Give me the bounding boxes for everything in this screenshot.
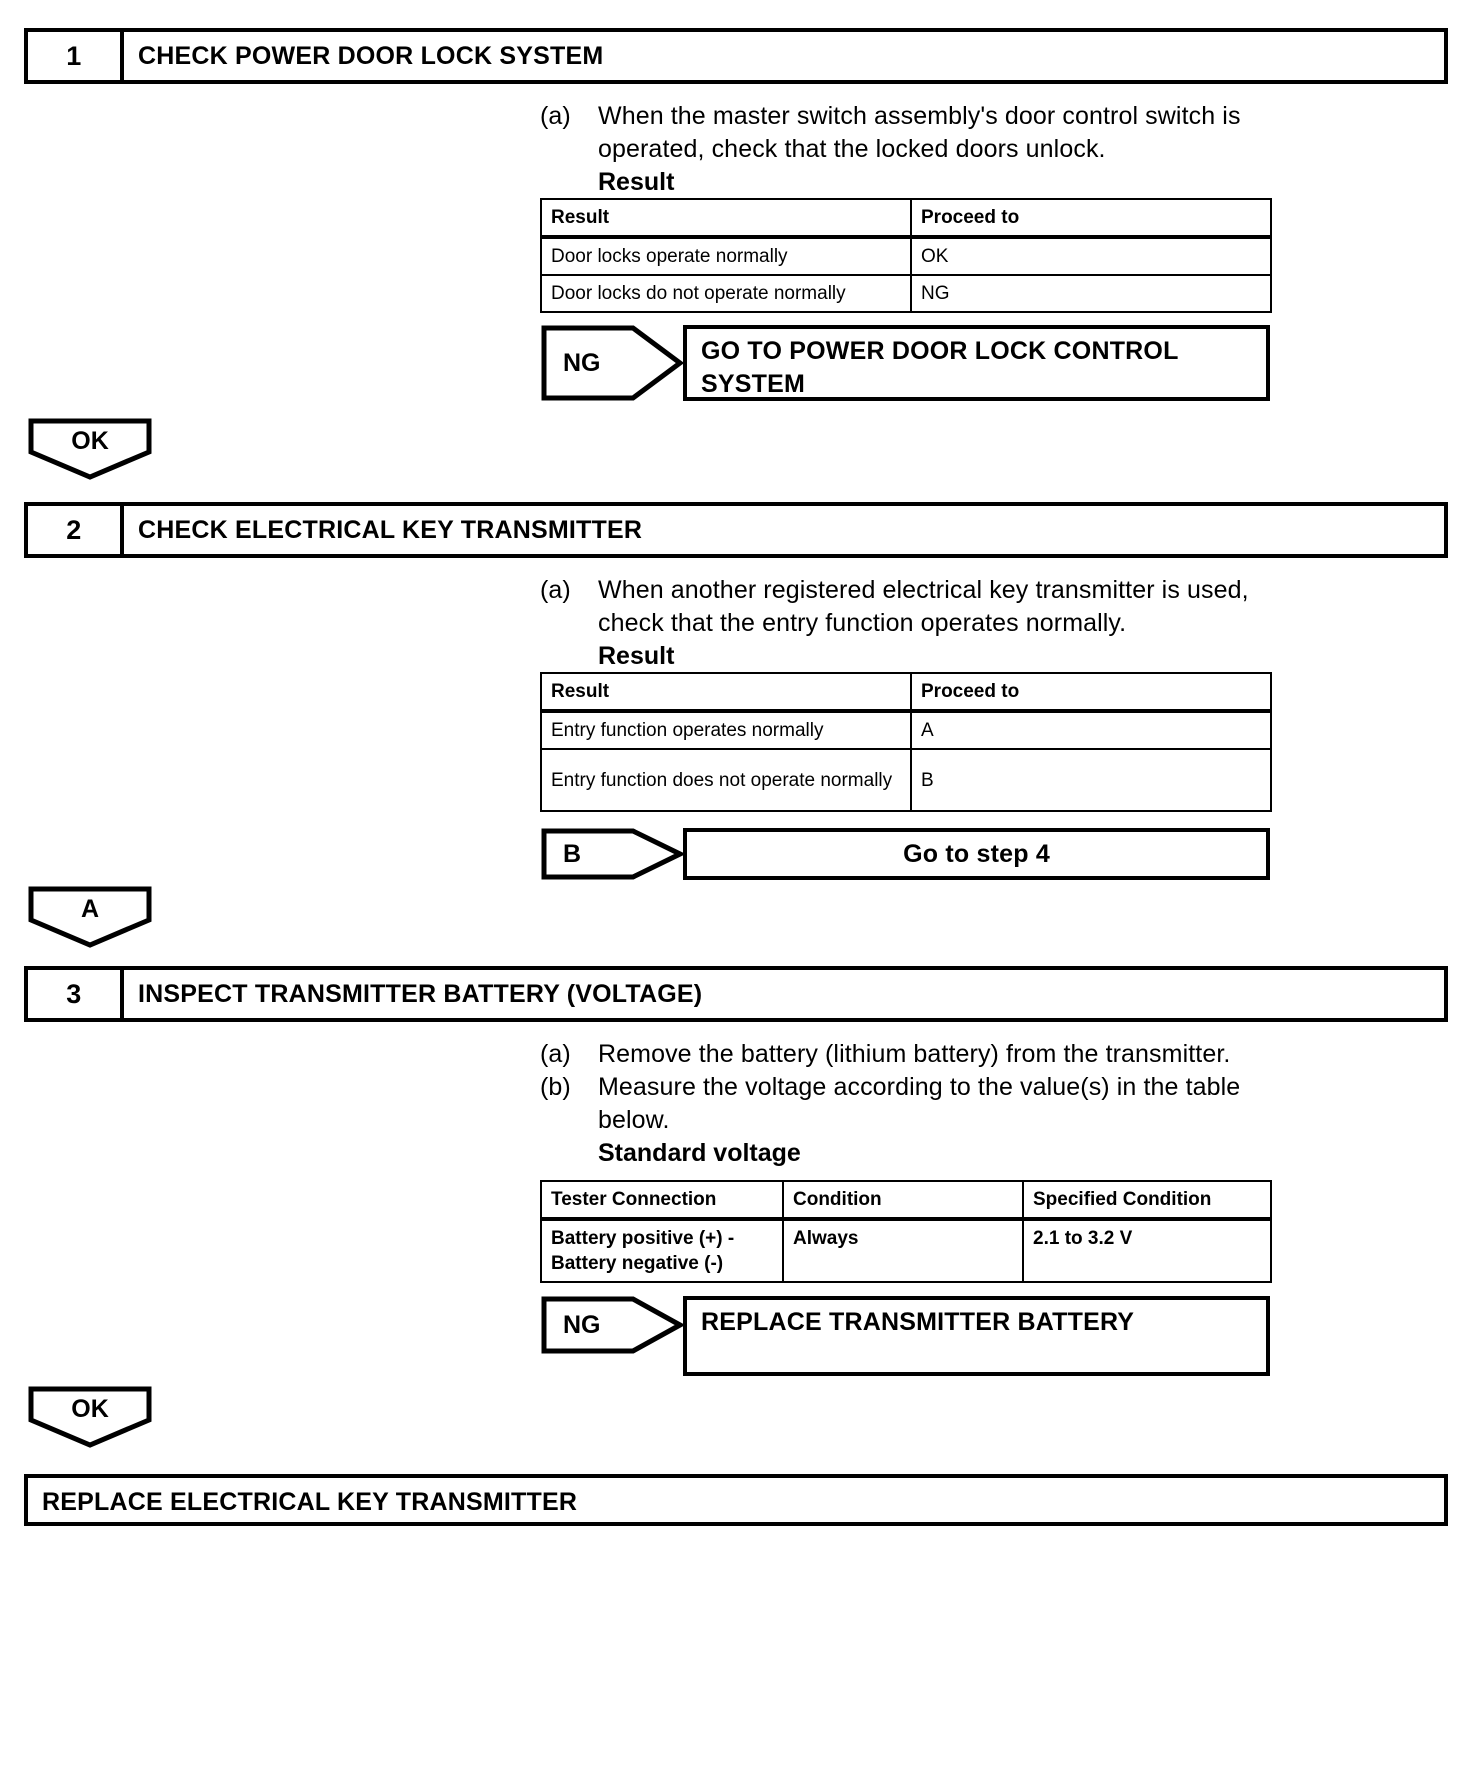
- instruction-item: (b) Measure the voltage according to the…: [540, 1071, 1280, 1137]
- arrow-right-icon: [541, 1296, 683, 1354]
- table-row: Door locks operate normally OK: [540, 236, 1272, 276]
- branch-result-box: GO TO POWER DOOR LOCK CONTROL SYSTEM: [683, 325, 1270, 401]
- table-cell: B: [910, 748, 1272, 812]
- step-3-table-heading: Standard voltage: [598, 1139, 801, 1167]
- instruction-item: (a) When another registered electrical k…: [540, 574, 1280, 640]
- arrow-right-icon: [541, 325, 683, 401]
- column-header: Tester Connection: [540, 1180, 784, 1221]
- instruction-label: (a): [540, 576, 571, 604]
- step-1-instructions: (a) When the master switch assembly's do…: [540, 100, 1280, 199]
- instruction-label: (b): [540, 1073, 571, 1101]
- step-title-2: CHECK ELECTRICAL KEY TRANSMITTER: [138, 515, 643, 544]
- instruction-item: (a) Remove the battery (lithium battery)…: [540, 1038, 1280, 1071]
- step-2-branch: B Go to step 4: [541, 828, 1270, 880]
- instruction-text: Remove the battery (lithium battery) fro…: [598, 1040, 1231, 1068]
- column-header: Specified Condition: [1022, 1180, 1272, 1221]
- branch-result-box: REPLACE TRANSMITTER BATTERY: [683, 1296, 1270, 1376]
- table-cell: Door locks operate normally: [540, 236, 912, 276]
- column-header: Result: [540, 672, 912, 713]
- table-cell: Entry function does not operate normally: [540, 748, 912, 812]
- step-3-continue-ok: OK: [28, 1386, 152, 1448]
- table-cell: Battery positive (+) - Battery negative …: [540, 1218, 784, 1283]
- step-1-branch: NG GO TO POWER DOOR LOCK CONTROL SYSTEM: [541, 325, 1270, 401]
- table-row: Entry function operates normally A: [540, 710, 1272, 750]
- branch-tag-label: NG: [563, 1310, 601, 1339]
- table-header-row: Tester Connection Condition Specified Co…: [540, 1180, 1272, 1221]
- table-cell: OK: [910, 236, 1272, 276]
- step-1-table-heading: Result: [598, 168, 675, 196]
- step-number-2: 2: [28, 506, 124, 554]
- arrow-down-icon: [28, 418, 152, 480]
- step-3-standard-voltage-table: Tester Connection Condition Specified Co…: [540, 1180, 1272, 1283]
- instruction-label: (a): [540, 102, 571, 130]
- column-header: Proceed to: [910, 198, 1272, 239]
- table-header-row: Result Proceed to: [540, 672, 1272, 713]
- step-header-3: 3 INSPECT TRANSMITTER BATTERY (VOLTAGE): [24, 966, 1448, 1022]
- step-1-continue-ok: OK: [28, 418, 152, 480]
- table-header-row: Result Proceed to: [540, 198, 1272, 239]
- branch-tag-ng: NG: [541, 325, 683, 401]
- table-cell: Always: [782, 1218, 1024, 1283]
- table-cell: Door locks do not operate normally: [540, 274, 912, 313]
- table-row: Door locks do not operate normally NG: [540, 274, 1272, 313]
- instruction-text: Measure the voltage according to the val…: [598, 1073, 1241, 1134]
- step-number-1: 1: [28, 32, 124, 80]
- continue-tag-label: OK: [71, 426, 109, 455]
- step-2-instructions: (a) When another registered electrical k…: [540, 574, 1280, 673]
- column-header: Proceed to: [910, 672, 1272, 713]
- table-cell: A: [910, 710, 1272, 750]
- step-header-1: 1 CHECK POWER DOOR LOCK SYSTEM: [24, 28, 1448, 84]
- table-cell: 2.1 to 3.2 V: [1022, 1218, 1272, 1283]
- instruction-item: (a) When the master switch assembly's do…: [540, 100, 1280, 166]
- column-header: Condition: [782, 1180, 1024, 1221]
- branch-tag-label: B: [563, 839, 582, 868]
- continue-tag-label: OK: [71, 1394, 109, 1423]
- instruction-label: (a): [540, 1040, 571, 1068]
- step-title-1: CHECK POWER DOOR LOCK SYSTEM: [138, 41, 604, 70]
- column-header: Result: [540, 198, 912, 239]
- step-1-result-table: Result Proceed to Door locks operate nor…: [540, 198, 1272, 313]
- branch-tag-label: NG: [563, 348, 601, 377]
- final-action-box: REPLACE ELECTRICAL KEY TRANSMITTER: [24, 1474, 1448, 1526]
- instruction-text: When the master switch assembly's door c…: [598, 102, 1241, 163]
- table-cell: NG: [910, 274, 1272, 313]
- arrow-down-icon: [28, 1386, 152, 1448]
- table-row: Entry function does not operate normally…: [540, 748, 1272, 812]
- branch-result-box: Go to step 4: [683, 828, 1270, 880]
- step-3-branch: NG REPLACE TRANSMITTER BATTERY: [541, 1296, 1270, 1376]
- step-3-instructions: (a) Remove the battery (lithium battery)…: [540, 1038, 1280, 1170]
- instruction-text: When another registered electrical key t…: [598, 576, 1249, 637]
- step-2-continue-a: A: [28, 886, 152, 948]
- step-number-3: 3: [28, 970, 124, 1018]
- arrow-down-icon: [28, 886, 152, 948]
- continue-tag-label: A: [80, 894, 100, 923]
- arrow-right-icon: [541, 828, 683, 880]
- step-title-3: INSPECT TRANSMITTER BATTERY (VOLTAGE): [138, 979, 703, 1008]
- branch-tag-ng: NG: [541, 1296, 683, 1376]
- step-2-result-table: Result Proceed to Entry function operate…: [540, 672, 1272, 812]
- branch-tag-b: B: [541, 828, 683, 880]
- step-header-2: 2 CHECK ELECTRICAL KEY TRANSMITTER: [24, 502, 1448, 558]
- table-row: Battery positive (+) - Battery negative …: [540, 1218, 1272, 1283]
- table-cell: Entry function operates normally: [540, 710, 912, 750]
- step-2-table-heading: Result: [598, 642, 675, 670]
